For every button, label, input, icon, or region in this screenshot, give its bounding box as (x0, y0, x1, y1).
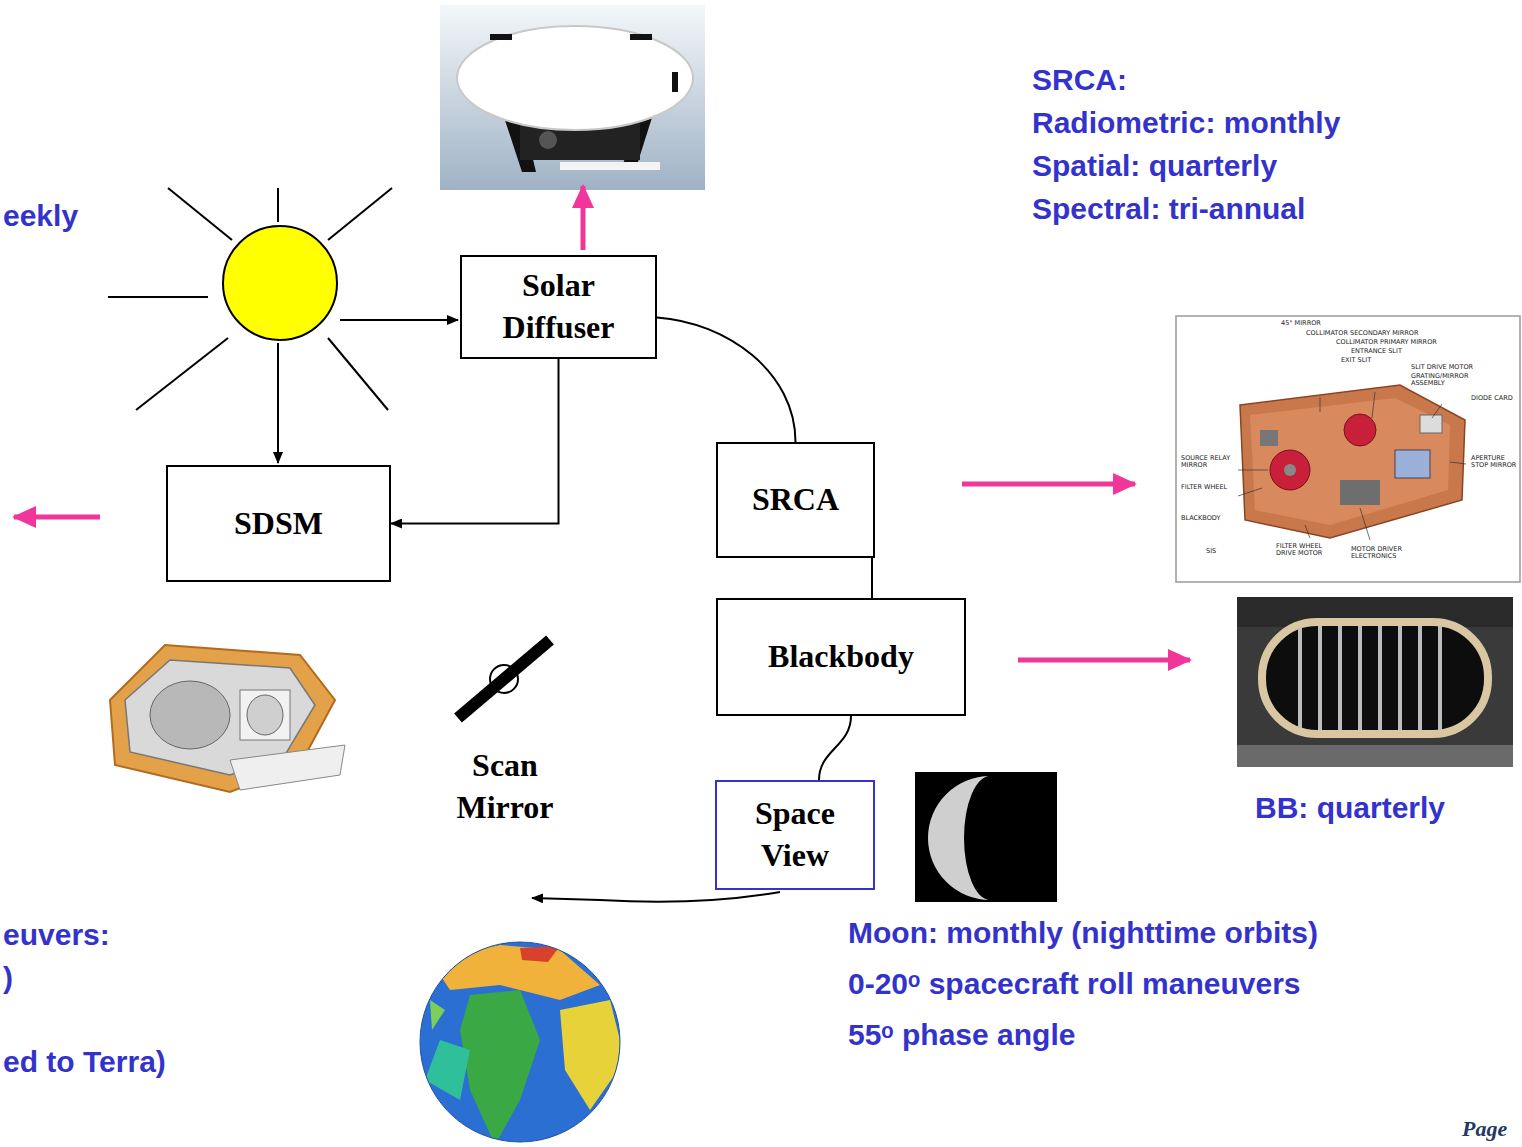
node-text: Solar Diffuser (468, 265, 649, 348)
part-label: ENTRANCE SLIT (1350, 348, 1422, 355)
connector (657, 317, 796, 442)
node-text: SDSM (174, 503, 383, 545)
annotation-label: Spectral: tri-annual (1032, 191, 1305, 227)
part-label: SLIT DRIVE MOTOR (1410, 364, 1492, 371)
process-box: Blackbody (716, 598, 966, 716)
annotation-label: euvers: (3, 917, 110, 953)
annotation-label: ) (3, 960, 13, 996)
process-box: Solar Diffuser (460, 255, 657, 359)
part-label: EXIT SLIT (1340, 357, 1392, 364)
node-text: Space View (723, 793, 867, 876)
page-marker: Page (1462, 1116, 1507, 1142)
annotation-label: ed to Terra) (3, 1044, 166, 1080)
part-label: MOTOR DRIVER ELECTRONICS (1350, 546, 1422, 560)
node-content: Solar Diffuser (468, 265, 649, 348)
node-content: Space View (723, 793, 867, 876)
part-label: COLLIMATOR PRIMARY MIRROR (1335, 339, 1447, 346)
annotation-label: 55ᵒ phase angle (848, 1017, 1075, 1053)
node-content: SRCA (724, 479, 867, 521)
connector (391, 359, 559, 524)
process-box: Space View (715, 780, 875, 890)
annotation-label: BB: quarterly (1255, 790, 1445, 826)
connector (819, 716, 851, 780)
part-label: SOURCE RELAY MIRROR (1180, 455, 1234, 469)
part-label: GRATING/MIRROR ASSEMBLY (1410, 373, 1474, 387)
part-label: FILTER WHEEL DRIVE MOTOR (1275, 543, 1332, 557)
annotation-label: eekly (3, 198, 78, 234)
part-label: BLACKBODY (1180, 515, 1234, 522)
part-label: DIODE CARD (1470, 395, 1517, 402)
part-label: COLLIMATOR SECONDARY MIRROR (1305, 330, 1427, 337)
part-label: FILTER WHEEL (1180, 484, 1234, 491)
annotation-label: Radiometric: monthly (1032, 105, 1340, 141)
part-label: APERTURE STOP MIRROR (1470, 455, 1518, 469)
annotation-label: Scan Mirror (440, 745, 570, 828)
process-box: SDSM (166, 465, 391, 582)
annotation-label: 0-20ᵒ spacecraft roll maneuvers (848, 966, 1301, 1002)
node-text: SRCA (724, 479, 867, 521)
node-content: SDSM (174, 503, 383, 545)
node-content: Blackbody (724, 636, 958, 678)
annotation-label: Moon: monthly (nighttime orbits) (848, 915, 1318, 951)
node-text: Blackbody (724, 636, 958, 678)
process-box: SRCA (716, 442, 875, 558)
annotation-label: Spatial: quarterly (1032, 148, 1277, 184)
connector (871, 558, 873, 598)
part-label: SIS (1205, 548, 1227, 555)
annotation-label: SRCA: (1032, 62, 1127, 98)
part-label: 45° MIRROR (1280, 320, 1342, 327)
